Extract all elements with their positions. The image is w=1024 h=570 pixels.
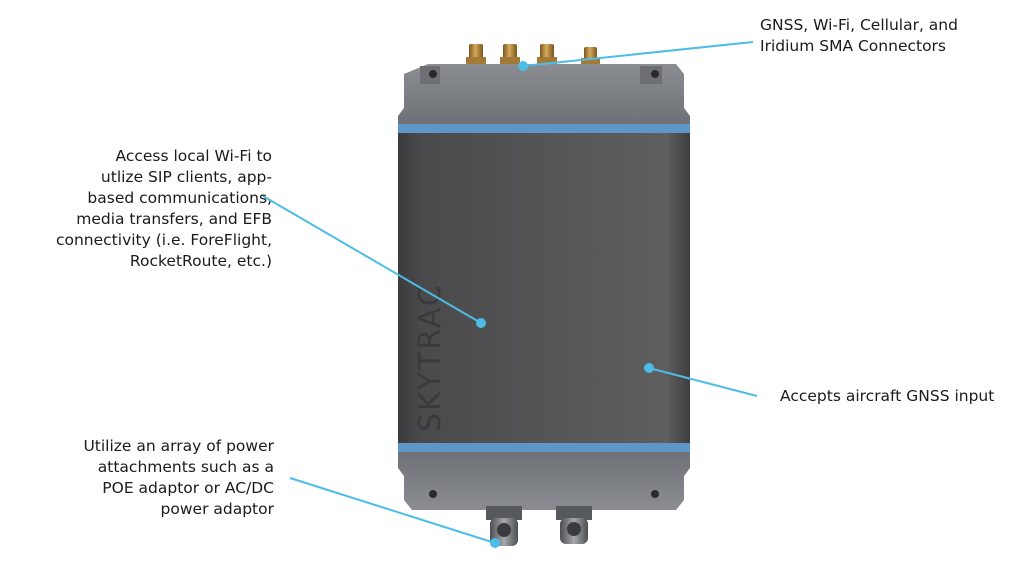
leader-lines: [262, 41, 758, 548]
sma-connectors: [466, 44, 600, 66]
callout-line: utlize SIP clients, app-: [100, 168, 272, 186]
callout-gnss-input: Accepts aircraft GNSS input: [780, 386, 994, 407]
power-connector: [556, 506, 592, 544]
mount-hole: [651, 490, 659, 498]
leader-dot: [644, 363, 654, 373]
brand-logo: SKYTRAC: [413, 283, 448, 432]
leader-dot: [476, 318, 486, 328]
device-body: [398, 133, 690, 443]
callout-power: Utilize an array of power attachments su…: [83, 436, 274, 520]
leader-dot: [518, 61, 528, 71]
mount-hole: [651, 70, 659, 78]
leader-dot: [490, 538, 500, 548]
callout-line: Access local Wi-Fi to: [115, 147, 273, 165]
mount-hole: [429, 70, 437, 78]
callout-line: attachments such as a: [97, 458, 274, 476]
bottom-stripe: [398, 443, 690, 452]
top-cap: [398, 64, 690, 133]
callout-line: Accepts aircraft GNSS input: [780, 387, 995, 405]
mount-hole: [429, 490, 437, 498]
callout-sma-connectors: GNSS, Wi-Fi, Cellular, and Iridium SMA C…: [760, 15, 958, 57]
leader-wifi: [262, 195, 482, 324]
callout-line: POE adaptor or AC/DC: [102, 479, 274, 497]
callout-line: based communications,: [87, 189, 272, 207]
sma-connector: [500, 44, 520, 66]
bottom-cap: [398, 443, 690, 510]
callout-line: GNSS, Wi-Fi, Cellular, and: [760, 16, 958, 34]
top-stripe: [398, 124, 690, 133]
callout-line: media transfers, and EFB: [76, 210, 272, 228]
leader-sma: [522, 41, 754, 67]
callout-line: RocketRoute, etc.): [129, 252, 272, 270]
callout-line: power adaptor: [160, 500, 274, 518]
sma-connector: [466, 44, 486, 66]
callout-line: Iridium SMA Connectors: [760, 37, 947, 55]
leader-gnss: [648, 367, 758, 397]
sma-connector: [581, 47, 600, 66]
callout-line: connectivity (i.e. ForeFlight,: [55, 231, 272, 249]
sma-connector: [537, 44, 557, 66]
callout-local-wifi: Access local Wi-Fi to utlize SIP clients…: [56, 146, 272, 272]
callout-line: Utilize an array of power: [83, 437, 274, 455]
leader-power: [289, 477, 496, 544]
